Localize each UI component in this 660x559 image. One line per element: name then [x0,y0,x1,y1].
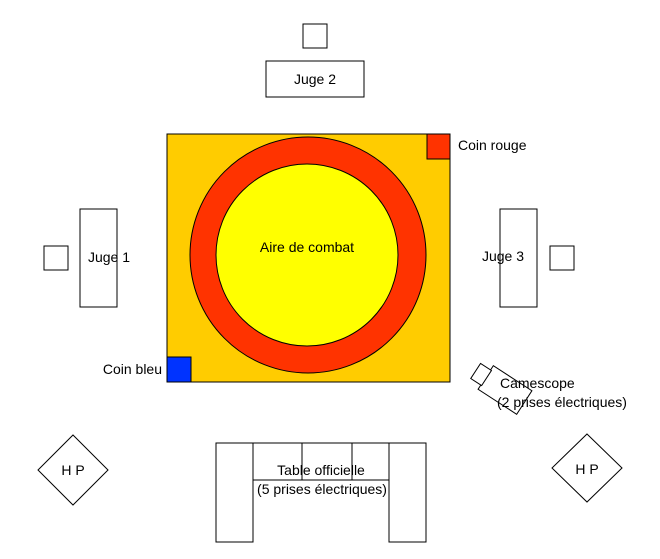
juge1-chair [43,245,69,271]
table-officielle-left-leg [215,442,254,543]
table-officielle-label-line1: Table officielle [277,462,365,478]
juge2-chair [302,23,328,49]
juge3-chair [549,245,575,271]
hp-right-speaker [551,433,623,503]
camescope-icon [470,362,533,415]
aire-de-combat [215,163,399,347]
hp-left-label: H P [61,462,84,478]
coin-bleu-label: Coin bleu [103,361,162,377]
aire-label: Aire de combat [260,239,354,255]
table-officielle-top [252,442,390,481]
coin-rouge-label: Coin rouge [458,137,527,153]
camescope-label-line2: (2 prises électriques) [497,394,627,410]
table-officielle-label-line2: (5 prises électriques) [257,481,387,497]
table-officielle-right-leg [388,442,427,543]
juge1-table [79,208,118,308]
coin-bleu-square [166,356,192,383]
juge1-label: Juge 1 [88,249,130,265]
juge2-label: Juge 2 [294,71,336,87]
camescope-label-line1: Camescope [500,375,575,391]
camescope-lens [470,362,493,387]
juge2-table [265,60,365,98]
juge3-label: Juge 3 [482,248,524,264]
hp-left-speaker [37,434,109,506]
coin-rouge-square [426,133,451,160]
hp-right-label: H P [575,461,598,477]
juge3-table [499,208,538,308]
